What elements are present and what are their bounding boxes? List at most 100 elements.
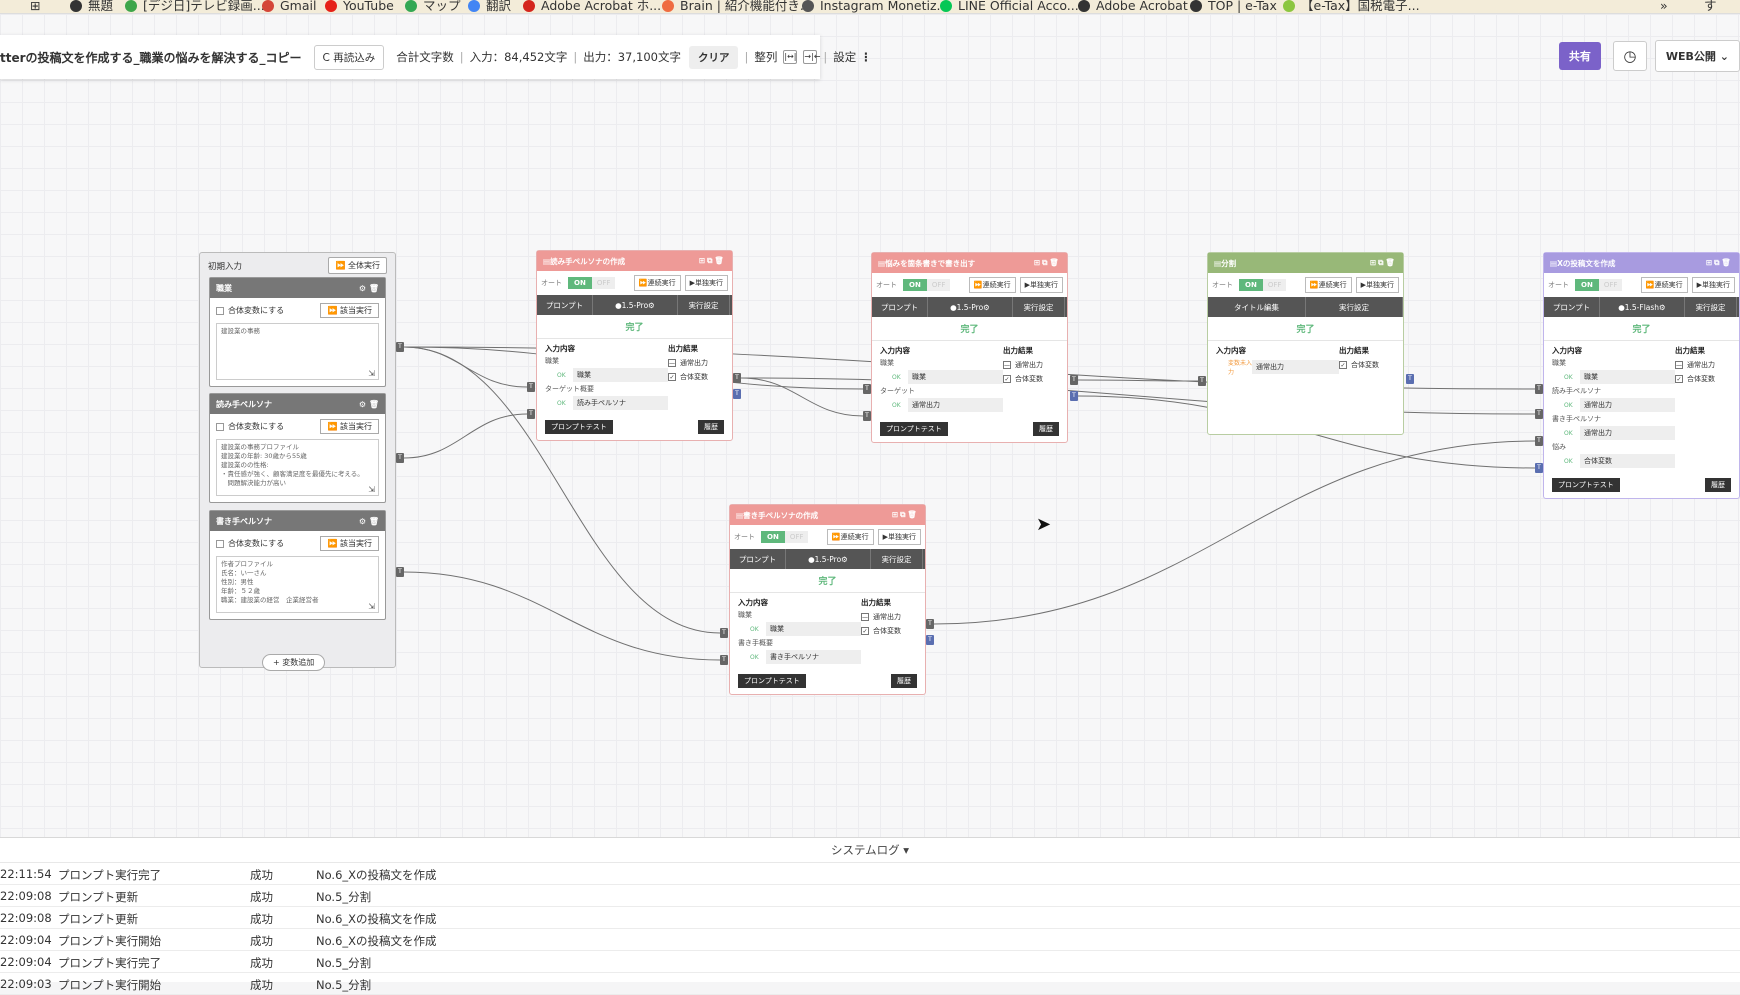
copy-icon[interactable]: ⧉ <box>1714 258 1722 267</box>
align-collapse-icon[interactable]: →|← <box>803 50 820 64</box>
gear-icon[interactable]: ⚙ <box>358 399 369 409</box>
model-select[interactable]: ● 1.5-Pro ⚙ <box>786 549 871 569</box>
auto-off-toggle[interactable]: OFF <box>1598 279 1623 291</box>
share-button[interactable]: 共有 <box>1558 42 1601 70</box>
connection-port[interactable]: T <box>720 628 728 638</box>
history-button[interactable]: 履歴 <box>891 674 917 688</box>
run-settings-tab[interactable]: 実行設定 <box>1013 297 1065 317</box>
connection-port[interactable]: T <box>1406 374 1414 384</box>
more-vertical-icon[interactable]: ⋮ <box>860 50 872 64</box>
copy-icon[interactable]: ⧉ <box>1378 258 1386 267</box>
connection-port[interactable]: T <box>396 342 404 352</box>
prompt-tab[interactable]: プロンプト <box>1544 297 1600 317</box>
history-button[interactable]: 履歴 <box>698 420 724 434</box>
flow-canvas[interactable]: tterの投稿文を作成する_職業の悩みを解決する_コピー C 再読込み 合計文字… <box>0 14 1740 837</box>
web-publish-dropdown[interactable]: WEB公開 ⌄ <box>1654 40 1740 72</box>
connection-port[interactable]: T <box>733 373 741 383</box>
align-expand-icon[interactable]: |↔| <box>783 50 798 64</box>
prompt-tab[interactable]: プロンプト <box>730 549 786 569</box>
bookmark-item[interactable]: LINE Official Acco... <box>940 0 1079 12</box>
trash-icon[interactable]: 🗑 <box>368 516 379 526</box>
model-select[interactable]: ● 1.5-Pro ⚙ <box>593 295 678 315</box>
combine-option[interactable]: 合体変数にする <box>216 421 284 432</box>
combine-checkbox[interactable] <box>216 306 224 315</box>
model-select[interactable]: ● 1.5-Pro ⚙ <box>928 297 1013 317</box>
output-item[interactable]: ✓合体変数 <box>1675 374 1731 384</box>
bookmark-item[interactable]: Brain | 紹介機能付き... <box>662 0 812 12</box>
bookmarks-more-icon[interactable]: » <box>1660 0 1668 13</box>
bookmark-item[interactable]: 無題 <box>70 0 113 12</box>
bookmark-item[interactable]: Adobe Acrobat <box>1078 0 1188 12</box>
single-run-button[interactable]: ▶単独実行 <box>1355 277 1399 293</box>
trash-icon[interactable]: 🗑 <box>1049 258 1061 267</box>
prompt-tab[interactable]: プロンプト <box>537 295 593 315</box>
combine-checkbox[interactable] <box>216 422 224 431</box>
trash-icon[interactable]: 🗑 <box>1385 258 1397 267</box>
model-select[interactable]: ● 1.5-Flash ⚙ <box>1600 297 1685 317</box>
copy-icon[interactable]: ⧉ <box>707 256 715 265</box>
gear-icon[interactable]: ⚙ <box>1659 302 1666 312</box>
gear-icon[interactable]: ⚙ <box>358 283 369 293</box>
bookmark-item[interactable]: マップ <box>405 0 461 12</box>
bookmark-item[interactable]: TOP | e-Tax <box>1190 0 1277 12</box>
connection-port[interactable]: T <box>720 655 728 665</box>
input-field[interactable]: 変数未入力通常出力 <box>1228 358 1339 376</box>
connection-port[interactable]: T <box>527 382 535 392</box>
copy-icon[interactable]: ⧉ <box>1042 258 1050 267</box>
caret-down-icon[interactable]: ▾ <box>903 843 910 857</box>
connection-port[interactable]: T <box>1535 384 1543 394</box>
connection-port[interactable]: T <box>1535 409 1543 419</box>
auto-off-toggle[interactable]: OFF <box>1262 279 1287 291</box>
variable-textarea[interactable]: 作者プロファイル 氏名：い一さん 性別：男性 年齢：５２歳 職業：建設業の経営 … <box>216 556 379 613</box>
run-settings-tab[interactable]: 実行設定 <box>871 549 923 569</box>
single-run-button[interactable]: ▶単独実行 <box>1691 277 1735 293</box>
continuous-run-button[interactable]: ⏩連続実行 <box>1304 277 1352 293</box>
settings-button[interactable]: 設定 <box>833 50 857 64</box>
connection-port[interactable]: T <box>926 635 934 645</box>
trash-icon[interactable]: 🗑 <box>907 510 919 519</box>
output-item[interactable]: —通常出力 <box>668 358 724 368</box>
run-settings-tab[interactable]: 実行設定 <box>1306 297 1403 317</box>
run-settings-tab[interactable]: 実行設定 <box>678 295 730 315</box>
trash-icon[interactable]: 🗑 <box>1721 258 1733 267</box>
expand-icon[interactable]: ⊞ <box>1369 258 1379 267</box>
bookmark-item[interactable]: Adobe Acrobat ホ... <box>523 0 661 12</box>
history-button[interactable]: 履歴 <box>1705 478 1731 492</box>
single-run-button[interactable]: ▶単独実行 <box>684 275 728 291</box>
connection-port[interactable]: T <box>733 389 741 399</box>
gear-icon[interactable]: ⚙ <box>358 516 369 526</box>
auto-on-toggle[interactable]: ON <box>1239 279 1263 291</box>
prompt-test-button[interactable]: プロンプトテスト <box>1552 478 1620 492</box>
run-variable-button[interactable]: ⏩ 該当実行 <box>320 419 379 434</box>
connection-port[interactable]: T <box>396 453 404 463</box>
connection-port[interactable]: T <box>863 411 871 421</box>
variable-textarea[interactable]: 建設業の事務プロファイル 建設業の年齢: 30歳から55歳 建設業のの性格: ・… <box>216 439 379 496</box>
trash-icon[interactable]: 🗑 <box>368 399 379 409</box>
bookmark-item[interactable]: 【e-Tax】国税電子... <box>1283 0 1420 12</box>
auto-on-toggle[interactable]: ON <box>1575 279 1599 291</box>
connection-port[interactable]: T <box>1535 463 1543 473</box>
resize-icon[interactable]: ⇲ <box>368 485 375 494</box>
trash-icon[interactable]: 🗑 <box>714 256 726 265</box>
single-run-button[interactable]: ▶単独実行 <box>877 529 921 545</box>
bookmark-item[interactable]: Gmail <box>262 0 316 12</box>
history-button[interactable]: 履歴 <box>1033 422 1059 436</box>
combine-option[interactable]: 合体変数にする <box>216 305 284 316</box>
combine-checkbox[interactable] <box>216 539 224 548</box>
output-item[interactable]: ✓合体変数 <box>1003 374 1059 384</box>
connection-port[interactable]: T <box>926 619 934 629</box>
combine-option[interactable]: 合体変数にする <box>216 538 284 549</box>
trash-icon[interactable]: 🗑 <box>368 283 379 293</box>
connection-port[interactable]: T <box>1070 391 1078 401</box>
auto-on-toggle[interactable]: ON <box>568 277 592 289</box>
connection-port[interactable]: T <box>1198 376 1206 386</box>
output-item[interactable]: —通常出力 <box>861 612 917 622</box>
continuous-run-button[interactable]: ⏩連続実行 <box>1640 277 1688 293</box>
